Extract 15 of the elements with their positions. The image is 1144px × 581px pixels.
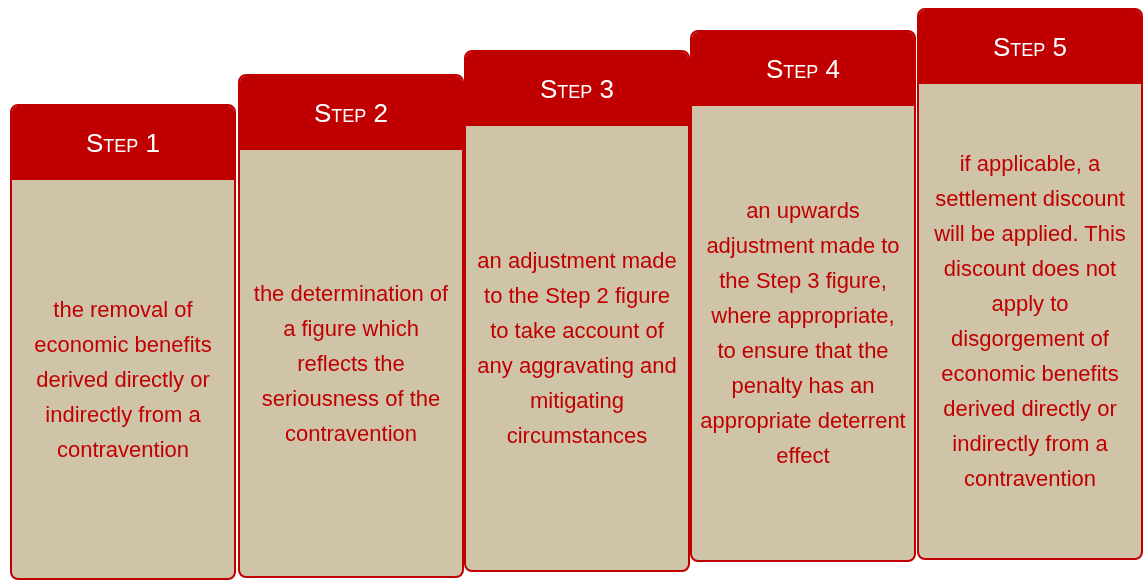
step-heading: Step 3 <box>539 72 614 106</box>
step-description: an upwards adjustment made to the Step 3 figure, where appropriate, to ensure that the penalty has an appropriate deterrent effect <box>700 197 906 470</box>
step-column <box>10 104 236 580</box>
step-description: the determination of a figure which reflects the seriousness of the contravention <box>252 279 450 448</box>
step-column <box>238 74 464 578</box>
step-heading: Step 4 <box>765 52 840 86</box>
step-description: if applicable, a settlement discount will be applied. This discount does not apply to disgorgement of economic benefits derived directly or indirectly from a contravention <box>933 150 1127 493</box>
step-description: an adjustment made to the Step 2 figure to take account of any aggravating and mitigating circumstances <box>476 247 678 450</box>
step-description: the removal of economic benefits derived directly or indirectly from a contravention <box>33 295 213 464</box>
step-column <box>464 50 690 572</box>
step-column <box>917 8 1143 560</box>
step-heading: Step 1 <box>85 126 160 160</box>
step-heading: Step 5 <box>992 30 1067 64</box>
step-heading: Step 2 <box>313 96 388 130</box>
step-column <box>690 30 916 562</box>
